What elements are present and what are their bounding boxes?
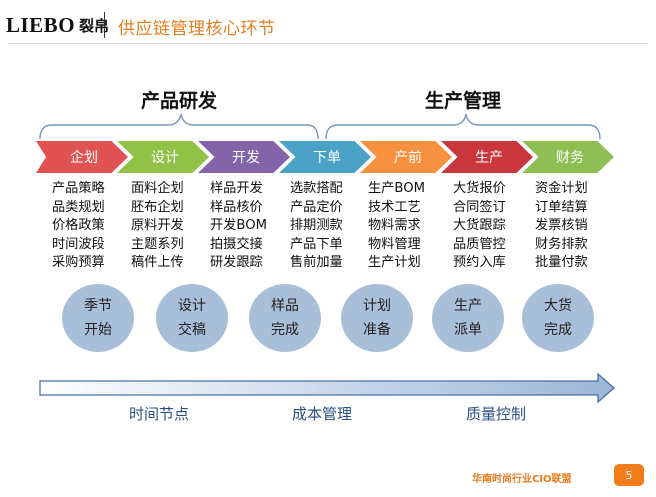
milestone-line2: 完成 — [544, 322, 572, 338]
task-item: 物料需求 — [368, 218, 421, 234]
task-item: 稿件上传 — [131, 255, 184, 271]
process-step-3: 开发 — [198, 141, 290, 173]
milestone-circle-2: 设计交稿 — [156, 284, 228, 352]
process-step-label: 财务 — [556, 150, 584, 166]
logo-divider — [104, 12, 105, 38]
milestone-line2: 派单 — [454, 322, 482, 338]
task-item: 生产计划 — [368, 255, 421, 271]
process-step-5: 产前 — [360, 141, 452, 173]
page-number-badge: 5 — [614, 464, 644, 486]
group-label-production: 生产管理 — [425, 90, 502, 112]
task-item: 样品开发 — [210, 181, 263, 196]
task-item: 产品下单 — [290, 236, 343, 252]
task-item: 排期测款 — [290, 218, 343, 234]
milestone-line2: 交稿 — [178, 322, 206, 338]
task-column-4: 选款搭配产品定价排期测款产品下单售前加量 — [290, 180, 343, 273]
task-item: 开发BOM — [210, 218, 267, 234]
process-step-label: 产前 — [394, 150, 422, 166]
process-step-label: 设计 — [151, 150, 179, 166]
milestone-line2: 开始 — [84, 322, 112, 338]
task-item: 财务排款 — [535, 236, 588, 252]
task-column-2: 面料企划胚布企划原料开发主题系列稿件上传 — [131, 180, 184, 273]
task-item: 研发跟踪 — [210, 255, 263, 271]
task-column-5: 生产BOM 技术工艺物料需求物料管理生产计划 — [368, 180, 425, 273]
process-step-1: 企划 — [36, 141, 128, 173]
timeline-arrow — [39, 372, 615, 404]
logo: LIEBO 裂帛 — [6, 12, 109, 38]
logo-brand-cn: 裂帛 — [79, 16, 110, 35]
process-step-2: 设计 — [117, 141, 209, 173]
task-item: 技术工艺 — [368, 199, 421, 215]
title-divider — [8, 43, 648, 44]
task-item: 拍摄交接 — [210, 236, 263, 252]
task-item: 资金计划 — [535, 181, 588, 196]
brace-production — [325, 113, 601, 140]
task-item: 主题系列 — [131, 236, 184, 252]
process-step-label: 开发 — [232, 150, 260, 166]
group-braces — [39, 113, 601, 140]
task-item: 大货跟踪 — [453, 218, 506, 234]
task-item: 样品核价 — [210, 199, 263, 215]
task-item: 面料企划 — [131, 181, 184, 196]
milestone-circle-5: 生产派单 — [432, 284, 504, 352]
process-step-label: 下单 — [313, 150, 341, 166]
task-item: 采购预算 — [52, 255, 105, 271]
task-item: 售前加量 — [290, 255, 343, 271]
task-item: 产品定价 — [290, 199, 343, 215]
task-column-7: 资金计划订单结算发票核销财务排款批量付款 — [535, 180, 588, 273]
timeline-label-quality: 质量控制 — [466, 405, 527, 423]
milestone-line1: 计划 — [363, 298, 391, 314]
task-column-6: 大货报价合同签订大货跟踪品质管控预约入库 — [453, 180, 506, 273]
process-step-7: 财务 — [522, 141, 614, 173]
task-item: 生产BOM — [368, 181, 425, 196]
logo-brand: LIEBO — [6, 12, 76, 37]
milestone-line1: 大货 — [544, 298, 572, 314]
task-item: 发票核销 — [535, 218, 588, 234]
milestone-circle-6: 大货完成 — [522, 284, 594, 352]
task-item: 批量付款 — [535, 255, 588, 271]
task-item: 预约入库 — [453, 255, 506, 271]
task-item: 时间波段 — [52, 236, 105, 252]
task-item: 合同签订 — [453, 199, 506, 215]
timeline-label-cost: 成本管理 — [292, 405, 353, 423]
process-step-label: 生产 — [475, 150, 503, 166]
brace-rnd — [39, 113, 319, 140]
page-title: 供应链管理核心环节 — [118, 19, 276, 39]
milestone-line1: 季节 — [84, 298, 112, 314]
footer-org: 华南时尚行业CIO联盟 — [472, 474, 572, 485]
task-item: 物料管理 — [368, 236, 421, 252]
milestone-line2: 完成 — [271, 322, 299, 338]
milestone-circle-3: 样品完成 — [249, 284, 321, 352]
task-item: 胚布企划 — [131, 199, 184, 215]
milestone-line2: 准备 — [363, 322, 391, 338]
task-item: 价格政策 — [52, 218, 105, 234]
task-item: 品质管控 — [453, 236, 506, 252]
group-label-rnd: 产品研发 — [141, 90, 218, 112]
task-column-1: 产品策略品类规划价格政策时间波段采购预算 — [52, 180, 105, 273]
process-step-label: 企划 — [70, 150, 98, 166]
process-step-4: 下单 — [279, 141, 371, 173]
timeline-label-time: 时间节点 — [129, 405, 190, 423]
task-item: 品类规划 — [52, 199, 105, 215]
task-item: 原料开发 — [131, 218, 184, 234]
process-step-6: 生产 — [441, 141, 533, 173]
milestone-line1: 生产 — [454, 298, 482, 314]
task-item: 选款搭配 — [290, 181, 343, 196]
milestone-line1: 样品 — [271, 298, 299, 314]
milestone-circle-4: 计划准备 — [341, 284, 413, 352]
task-item: 大货报价 — [453, 181, 506, 196]
task-item: 产品策略 — [52, 181, 105, 196]
milestone-circle-1: 季节开始 — [62, 284, 134, 352]
task-item: 订单结算 — [535, 199, 588, 215]
task-column-3: 样品开发样品核价开发BOM 拍摄交接研发跟踪 — [210, 180, 267, 273]
milestone-line1: 设计 — [178, 298, 206, 314]
